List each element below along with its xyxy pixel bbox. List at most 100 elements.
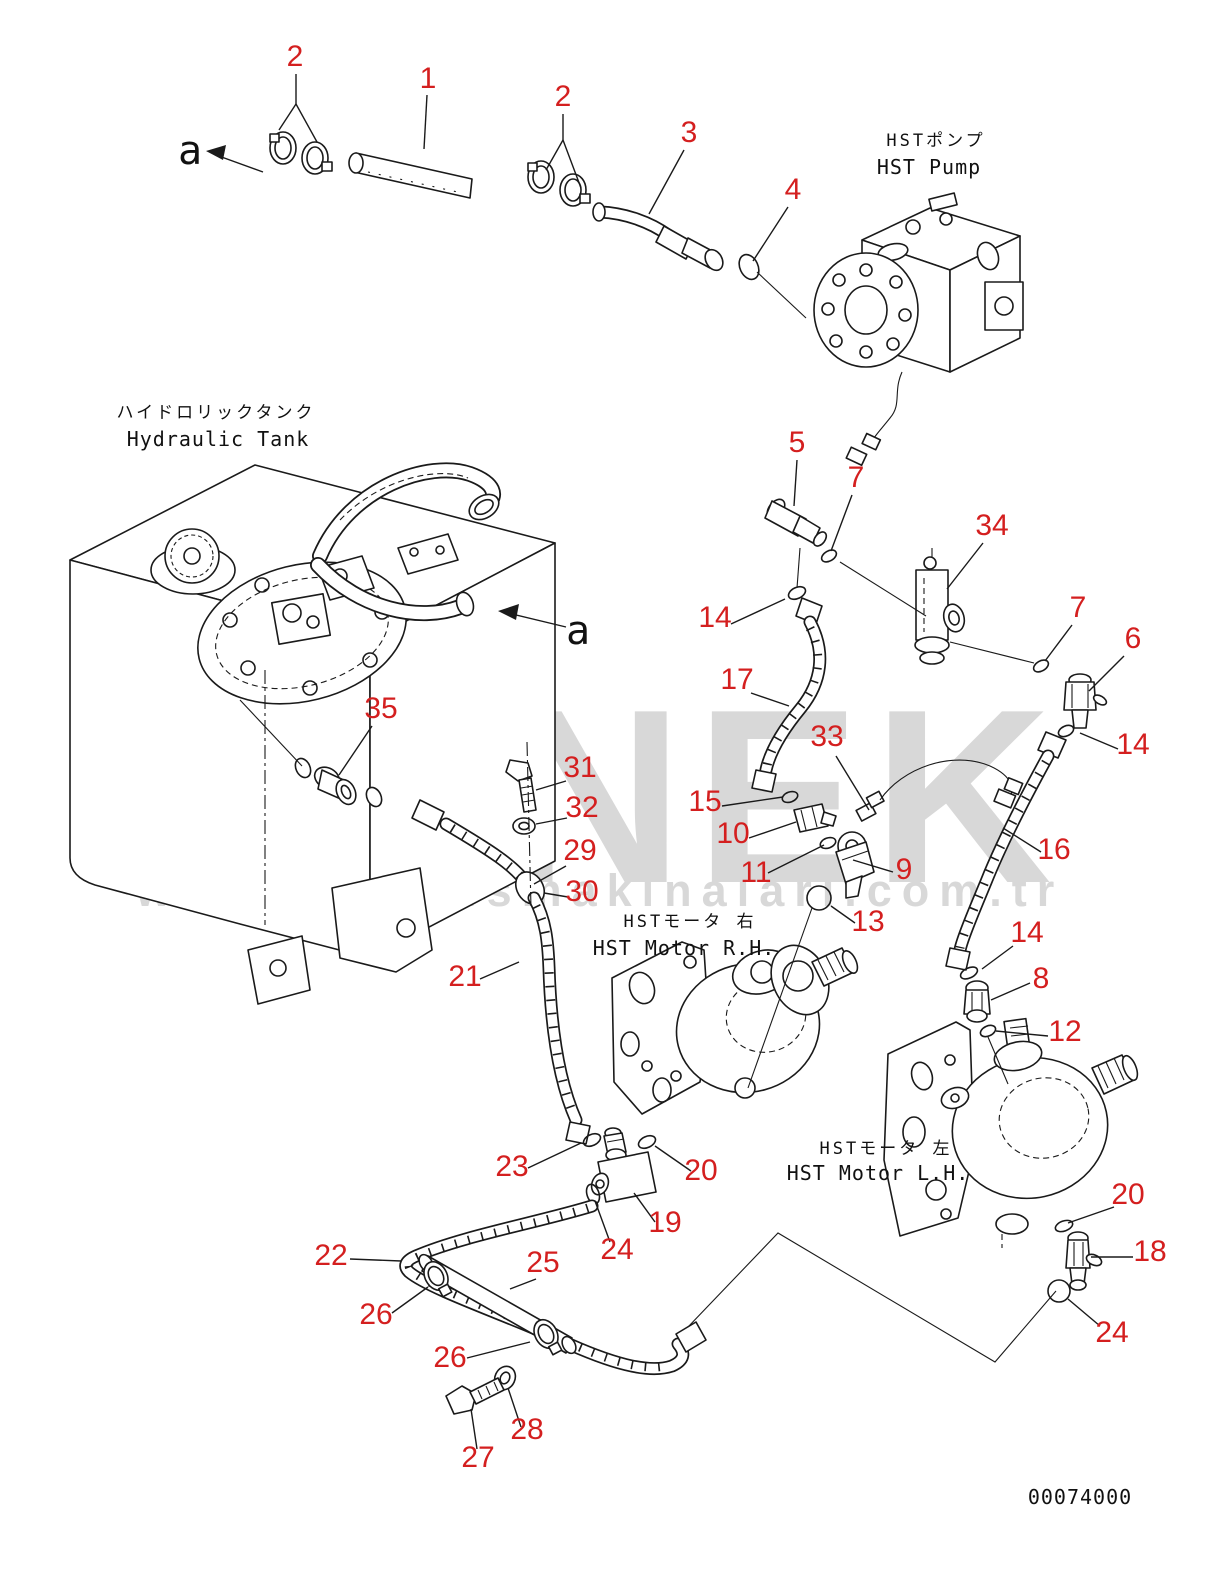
callout-32: 32 [565, 791, 598, 824]
o-ring-12 [979, 1024, 997, 1038]
hose-1 [348, 152, 473, 199]
callout-26: 26 [433, 1341, 466, 1374]
motor-lh-label-jp: HSTモータ 左 [820, 1139, 953, 1159]
leader-line [479, 961, 520, 980]
callout-17: 17 [720, 663, 753, 696]
callout-20: 20 [684, 1154, 717, 1187]
hose-16 [945, 731, 1067, 971]
callout-7: 7 [848, 461, 865, 494]
o-ring-15 [781, 790, 799, 804]
leader-line [995, 1030, 1049, 1037]
o-ring-23 [582, 1132, 602, 1148]
leader-line [545, 139, 564, 171]
callout-31: 31 [563, 751, 596, 784]
callout-34: 34 [975, 509, 1008, 542]
callout-8: 8 [1033, 962, 1050, 995]
callout-26: 26 [359, 1298, 392, 1331]
fitting-35 [313, 766, 357, 806]
leader-line [535, 780, 567, 791]
top-hose-assembly [269, 131, 760, 281]
motor-rh-label-jp: HSTモータ 右 [624, 912, 757, 932]
motor-lh-label-en: HST Motor L.H. [787, 1161, 970, 1185]
callout-20: 20 [1111, 1178, 1144, 1211]
leader-line [535, 817, 568, 825]
hst-motor-lh-drawing [883, 1017, 1139, 1248]
tank-label-en: Hydraulic Tank [127, 427, 310, 451]
leader-lines [278, 74, 1133, 1450]
leader-line [981, 945, 1014, 970]
callout-23: 23 [495, 1150, 528, 1183]
callout-1: 1 [420, 62, 437, 95]
callout-35: 35 [364, 692, 397, 725]
o-ring-20 [1054, 1219, 1074, 1233]
o-ring-24 [1047, 1279, 1071, 1303]
leader-line [527, 1142, 582, 1169]
hst-motor-rh-drawing [611, 941, 859, 1115]
callout-19: 19 [648, 1206, 681, 1239]
callout-29: 29 [563, 834, 596, 867]
callout-10: 10 [716, 817, 749, 850]
callout-14: 14 [698, 601, 731, 634]
fitting-5 [764, 498, 828, 547]
hose-22 [399, 1199, 707, 1376]
drawing-number: 00074000 [1028, 1485, 1132, 1509]
callout-12: 12 [1048, 1015, 1081, 1048]
hydraulic-tank-drawing [69, 462, 556, 1005]
leader-line [793, 459, 798, 507]
bolt-27 [445, 1377, 505, 1415]
view-arrow-a-tank [498, 604, 567, 628]
callout-30: 30 [565, 875, 598, 908]
o-ring-14 [1057, 724, 1075, 738]
callout-24: 24 [600, 1233, 633, 1266]
callout-14: 14 [1116, 728, 1149, 761]
bolt-31 [505, 759, 537, 813]
valve-34 [914, 548, 966, 665]
leader-line [562, 139, 582, 189]
hose-clamp [533, 1318, 563, 1356]
sensor-9 [835, 831, 875, 899]
callout-18: 18 [1133, 1235, 1166, 1268]
leader-line [1002, 827, 1042, 853]
assembly-lines [239, 271, 1057, 1363]
leader-line [470, 1408, 478, 1450]
pump-label-jp: HSTポンプ [886, 131, 985, 151]
leader-line [946, 542, 984, 590]
wire-harness-33 [855, 759, 1024, 822]
fitting-6 [1063, 673, 1108, 729]
callout-21: 21 [448, 960, 481, 993]
callout-3: 3 [681, 116, 698, 149]
leader-line [1067, 1298, 1101, 1327]
callout-24: 24 [1095, 1316, 1128, 1349]
leader-line [533, 865, 567, 885]
arrow-left-icon [498, 604, 519, 620]
leader-line [752, 206, 789, 262]
leader-line [830, 905, 856, 924]
leader-line [767, 844, 825, 874]
leader-line [648, 149, 685, 215]
o-ring-14 [787, 585, 807, 601]
washer-32 [512, 817, 536, 835]
hose-clamp [527, 160, 591, 207]
leader-line [990, 982, 1031, 1001]
callout-9: 9 [896, 853, 913, 886]
pump-label-en: HST Pump [877, 155, 981, 179]
callout-11: 11 [740, 856, 771, 889]
view-arrow-a-top [206, 145, 264, 173]
o-ring [365, 786, 383, 808]
o-ring-4 [738, 253, 760, 281]
o-ring-7 [820, 549, 838, 563]
hose-21 [411, 799, 591, 1145]
leader-line [633, 1192, 656, 1223]
leader-line [423, 94, 428, 150]
leader-line [730, 598, 786, 625]
leader-line [391, 1286, 429, 1314]
callout-25: 25 [526, 1246, 559, 1279]
leader-line [1044, 624, 1073, 662]
fitting-18 [1065, 1231, 1103, 1291]
o-ring-11 [819, 836, 837, 850]
leader-line [509, 1278, 537, 1290]
leader-line [507, 1387, 522, 1428]
leader-line [835, 755, 870, 811]
motor-rh-label-en: HST Motor R.H. [593, 936, 776, 960]
